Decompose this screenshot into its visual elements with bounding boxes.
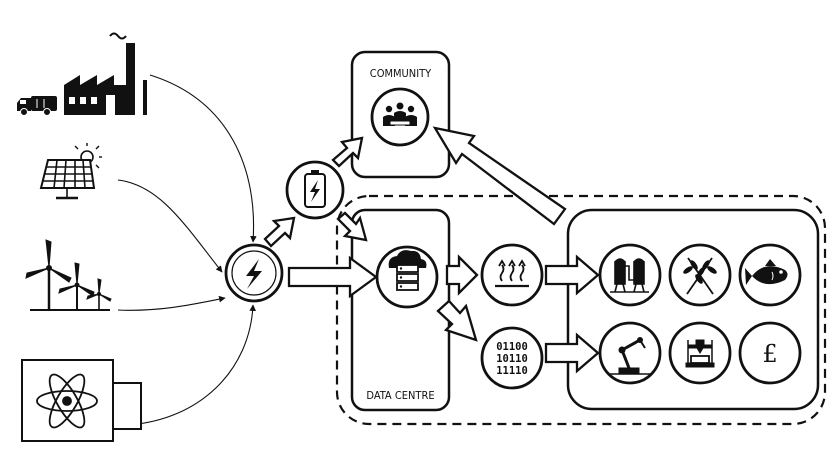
heat-waves-icon [495, 259, 529, 288]
finance-node: £ [738, 321, 802, 385]
outputs-to-community-arrow [432, 126, 567, 226]
data-centre-label: DATA CENTRE [366, 389, 434, 402]
hub-to-battery-arrow [263, 216, 296, 248]
solar-connection [117, 179, 223, 273]
binary-data-icon: 01100 10110 11110 [496, 341, 528, 377]
datacentre-to-data-arrow [436, 299, 478, 342]
binary-line-2: 10110 [496, 353, 528, 365]
solar-panel-icon [39, 143, 102, 200]
source-connections [117, 74, 257, 426]
people-handshake-icon [383, 102, 417, 126]
datacentre-to-heat-arrow [445, 254, 479, 296]
fish-icon [745, 259, 788, 285]
brewery-node [598, 243, 662, 307]
cloud-server-icon [388, 250, 427, 291]
battery-icon [304, 170, 326, 208]
robotics-node [598, 321, 662, 385]
brewery-tanks-icon [610, 258, 649, 293]
community-label: COMMUNITY [370, 67, 432, 80]
data-node: 01100 10110 11110 [480, 326, 544, 390]
garbage-truck-icon [17, 96, 57, 116]
wind-turbine-icon [25, 239, 112, 311]
binary-line-3: 11110 [496, 365, 528, 377]
data-centre-node [375, 245, 439, 309]
3d-printer-icon [685, 339, 715, 368]
factory-icon [64, 32, 147, 115]
factory-connection [149, 74, 257, 243]
heat-to-outputs-arrow [544, 254, 600, 296]
lightning-icon [246, 259, 262, 289]
wheat-icon [683, 257, 717, 295]
robot-arm-icon [609, 337, 652, 375]
data-to-outputs-arrow [544, 332, 600, 374]
community-node [370, 87, 430, 147]
power-hub [224, 243, 284, 303]
battery-node [285, 160, 345, 220]
fish-farm-node [738, 243, 802, 307]
battery-to-community-arrow [331, 136, 364, 168]
pound-icon: £ [762, 340, 777, 368]
block-arrows [263, 126, 600, 374]
atom-icon [21, 359, 142, 442]
wind-connection [117, 295, 226, 311]
battery-to-datacentre-arrow [336, 211, 368, 242]
hub-to-datacentre-arrow [287, 255, 378, 299]
binary-line-1: 01100 [496, 341, 528, 353]
nuclear-connection [127, 304, 257, 426]
heat-node [480, 243, 544, 307]
3d-printing-node [668, 321, 732, 385]
dashed-enclosure [335, 194, 827, 426]
agriculture-node [668, 243, 732, 307]
